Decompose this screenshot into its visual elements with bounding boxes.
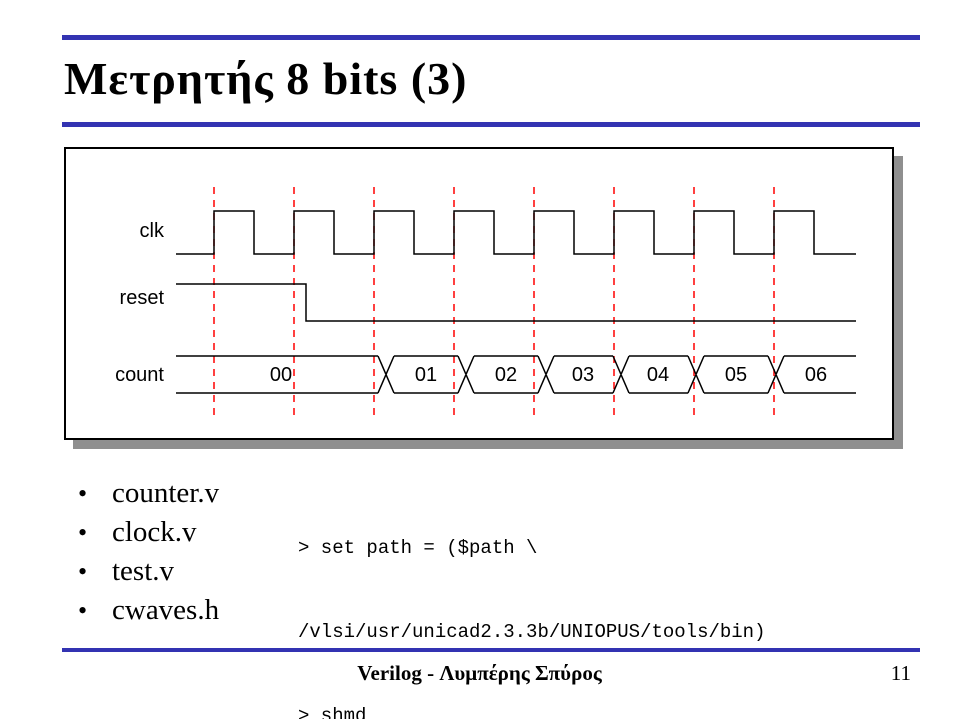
code-line: > set path = ($path \: [298, 537, 538, 559]
footer-rule: [62, 648, 920, 652]
signal-label-reset: reset: [119, 287, 164, 309]
code-block: > set path = ($path \ /vlsi/usr/unicad2.…: [298, 478, 765, 719]
count-value: 06: [804, 364, 828, 386]
count-value: 00: [269, 364, 293, 386]
count-bus-wave: [176, 355, 856, 394]
top-rule: [62, 35, 920, 40]
count-value: 04: [646, 364, 670, 386]
title-rule: [62, 122, 920, 127]
bullet-list: counter.v clock.v test.v cwaves.h: [78, 474, 219, 630]
footer-credit: Verilog - Λυμπέρης Σπύρος: [357, 661, 602, 685]
code-line: > shmd: [298, 705, 367, 719]
waveform-svg: [176, 187, 856, 421]
bullet-item: cwaves.h: [78, 591, 219, 630]
bullet-item: clock.v: [78, 513, 219, 552]
bullet-item: counter.v: [78, 474, 219, 513]
signal-label-clk: clk: [139, 220, 164, 242]
page-title: Μετρητής 8 bits (3): [64, 53, 468, 104]
count-value: 02: [494, 364, 518, 386]
count-value: 01: [414, 364, 438, 386]
signal-label-count: count: [115, 364, 164, 386]
bullet-item: test.v: [78, 552, 219, 591]
code-line: /vlsi/usr/unicad2.3.3b/UNIOPUS/tools/bin…: [298, 621, 766, 643]
count-value: 05: [724, 364, 748, 386]
page-number: 11: [890, 661, 911, 685]
clk-wave: [176, 210, 856, 255]
reset-wave: [176, 283, 856, 322]
count-value: 03: [571, 364, 595, 386]
waveform-panel: clk reset count 00 01 02 03 04 05 06: [64, 147, 894, 440]
